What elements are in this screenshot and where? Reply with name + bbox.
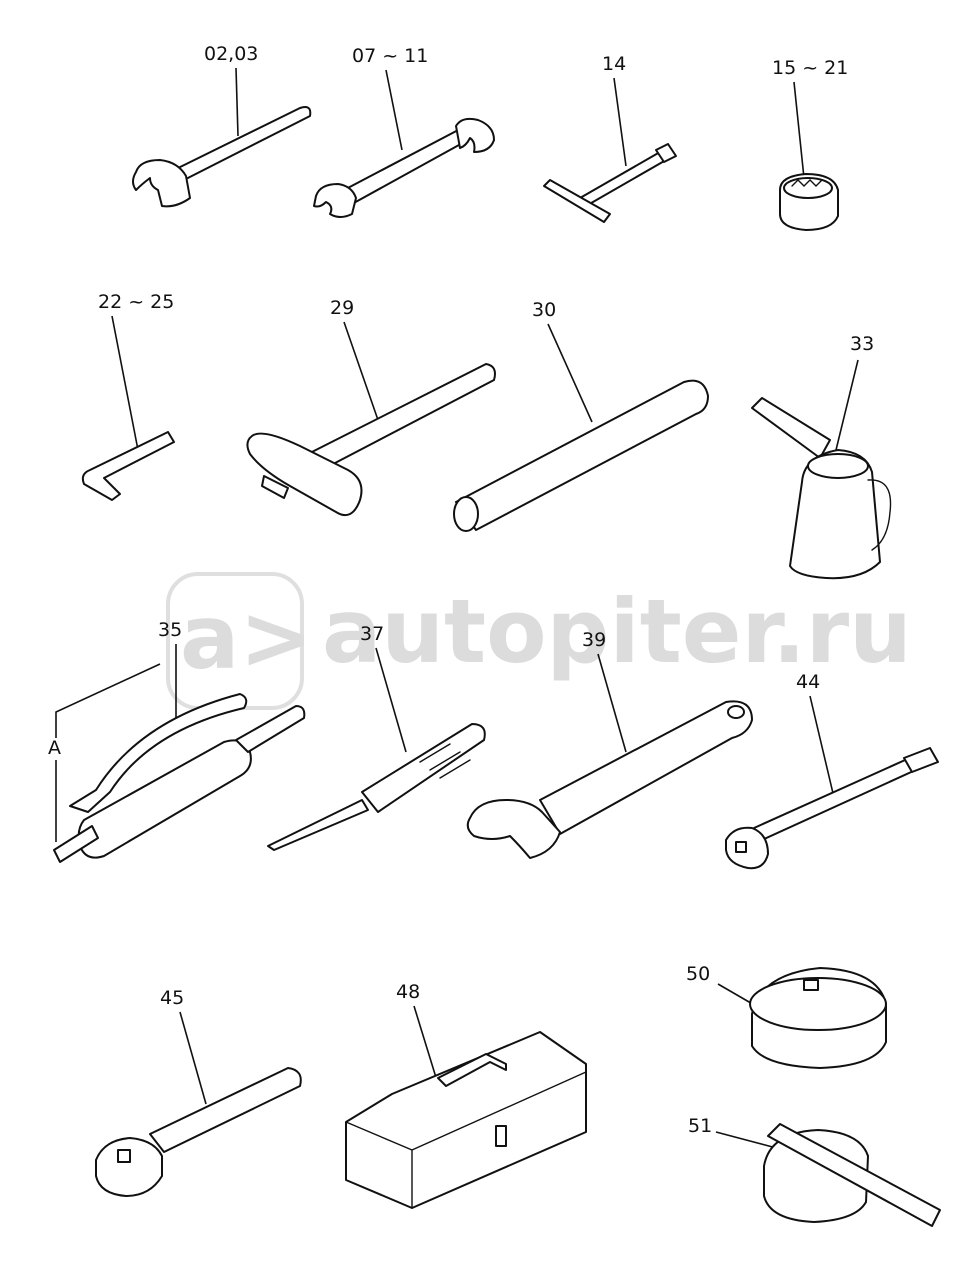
- part-35-grease-gun: 35 A: [48, 619, 306, 863]
- label-37: 37: [360, 623, 384, 645]
- part-39-adjustable-wrench: 39: [466, 629, 753, 859]
- label-45: 45: [160, 987, 184, 1009]
- watermark-logo-text: a>: [180, 586, 313, 689]
- part-02-03-spanner: 02,03: [132, 43, 312, 208]
- part-22-25-hex-key: 22 ~ 25: [81, 291, 175, 501]
- watermark: a> autopiter.ru: [166, 572, 912, 710]
- part-29-hammer: 29: [246, 297, 496, 516]
- label-39: 39: [582, 629, 606, 651]
- part-15-21-socket: 15 ~ 21: [772, 57, 848, 231]
- watermark-site-text: autopiter.ru: [322, 580, 912, 683]
- part-51-filter-wrench-with-bar: 51: [688, 1115, 941, 1227]
- part-45-ratchet-handle: 45: [95, 987, 302, 1197]
- label-44: 44: [796, 671, 820, 693]
- part-48-tool-box: 48: [345, 981, 587, 1209]
- label-48: 48: [396, 981, 420, 1003]
- label-15-21: 15 ~ 21: [772, 57, 848, 79]
- label-35: 35: [158, 619, 182, 641]
- label-51: 51: [688, 1115, 712, 1137]
- part-50-filter-wrench: 50: [686, 963, 887, 1069]
- label-07-11: 07 ~ 11: [352, 45, 428, 67]
- label-50: 50: [686, 963, 710, 985]
- label-30: 30: [532, 299, 556, 321]
- label-29: 29: [330, 297, 354, 319]
- part-14-t-handle-wrench: 14: [543, 53, 677, 223]
- label-22-25: 22 ~ 25: [98, 291, 174, 313]
- part-44-extension-bar: 44: [725, 671, 939, 870]
- part-37-screwdriver: 37: [267, 623, 486, 851]
- part-07-11-double-spanner: 07 ~ 11: [313, 45, 495, 218]
- label-14: 14: [602, 53, 626, 75]
- label-A: A: [48, 737, 61, 759]
- part-33-oil-can: 33: [751, 333, 892, 580]
- label-02-03: 02,03: [204, 43, 258, 65]
- label-33: 33: [850, 333, 874, 355]
- part-30-tommy-bar: 30: [453, 299, 709, 532]
